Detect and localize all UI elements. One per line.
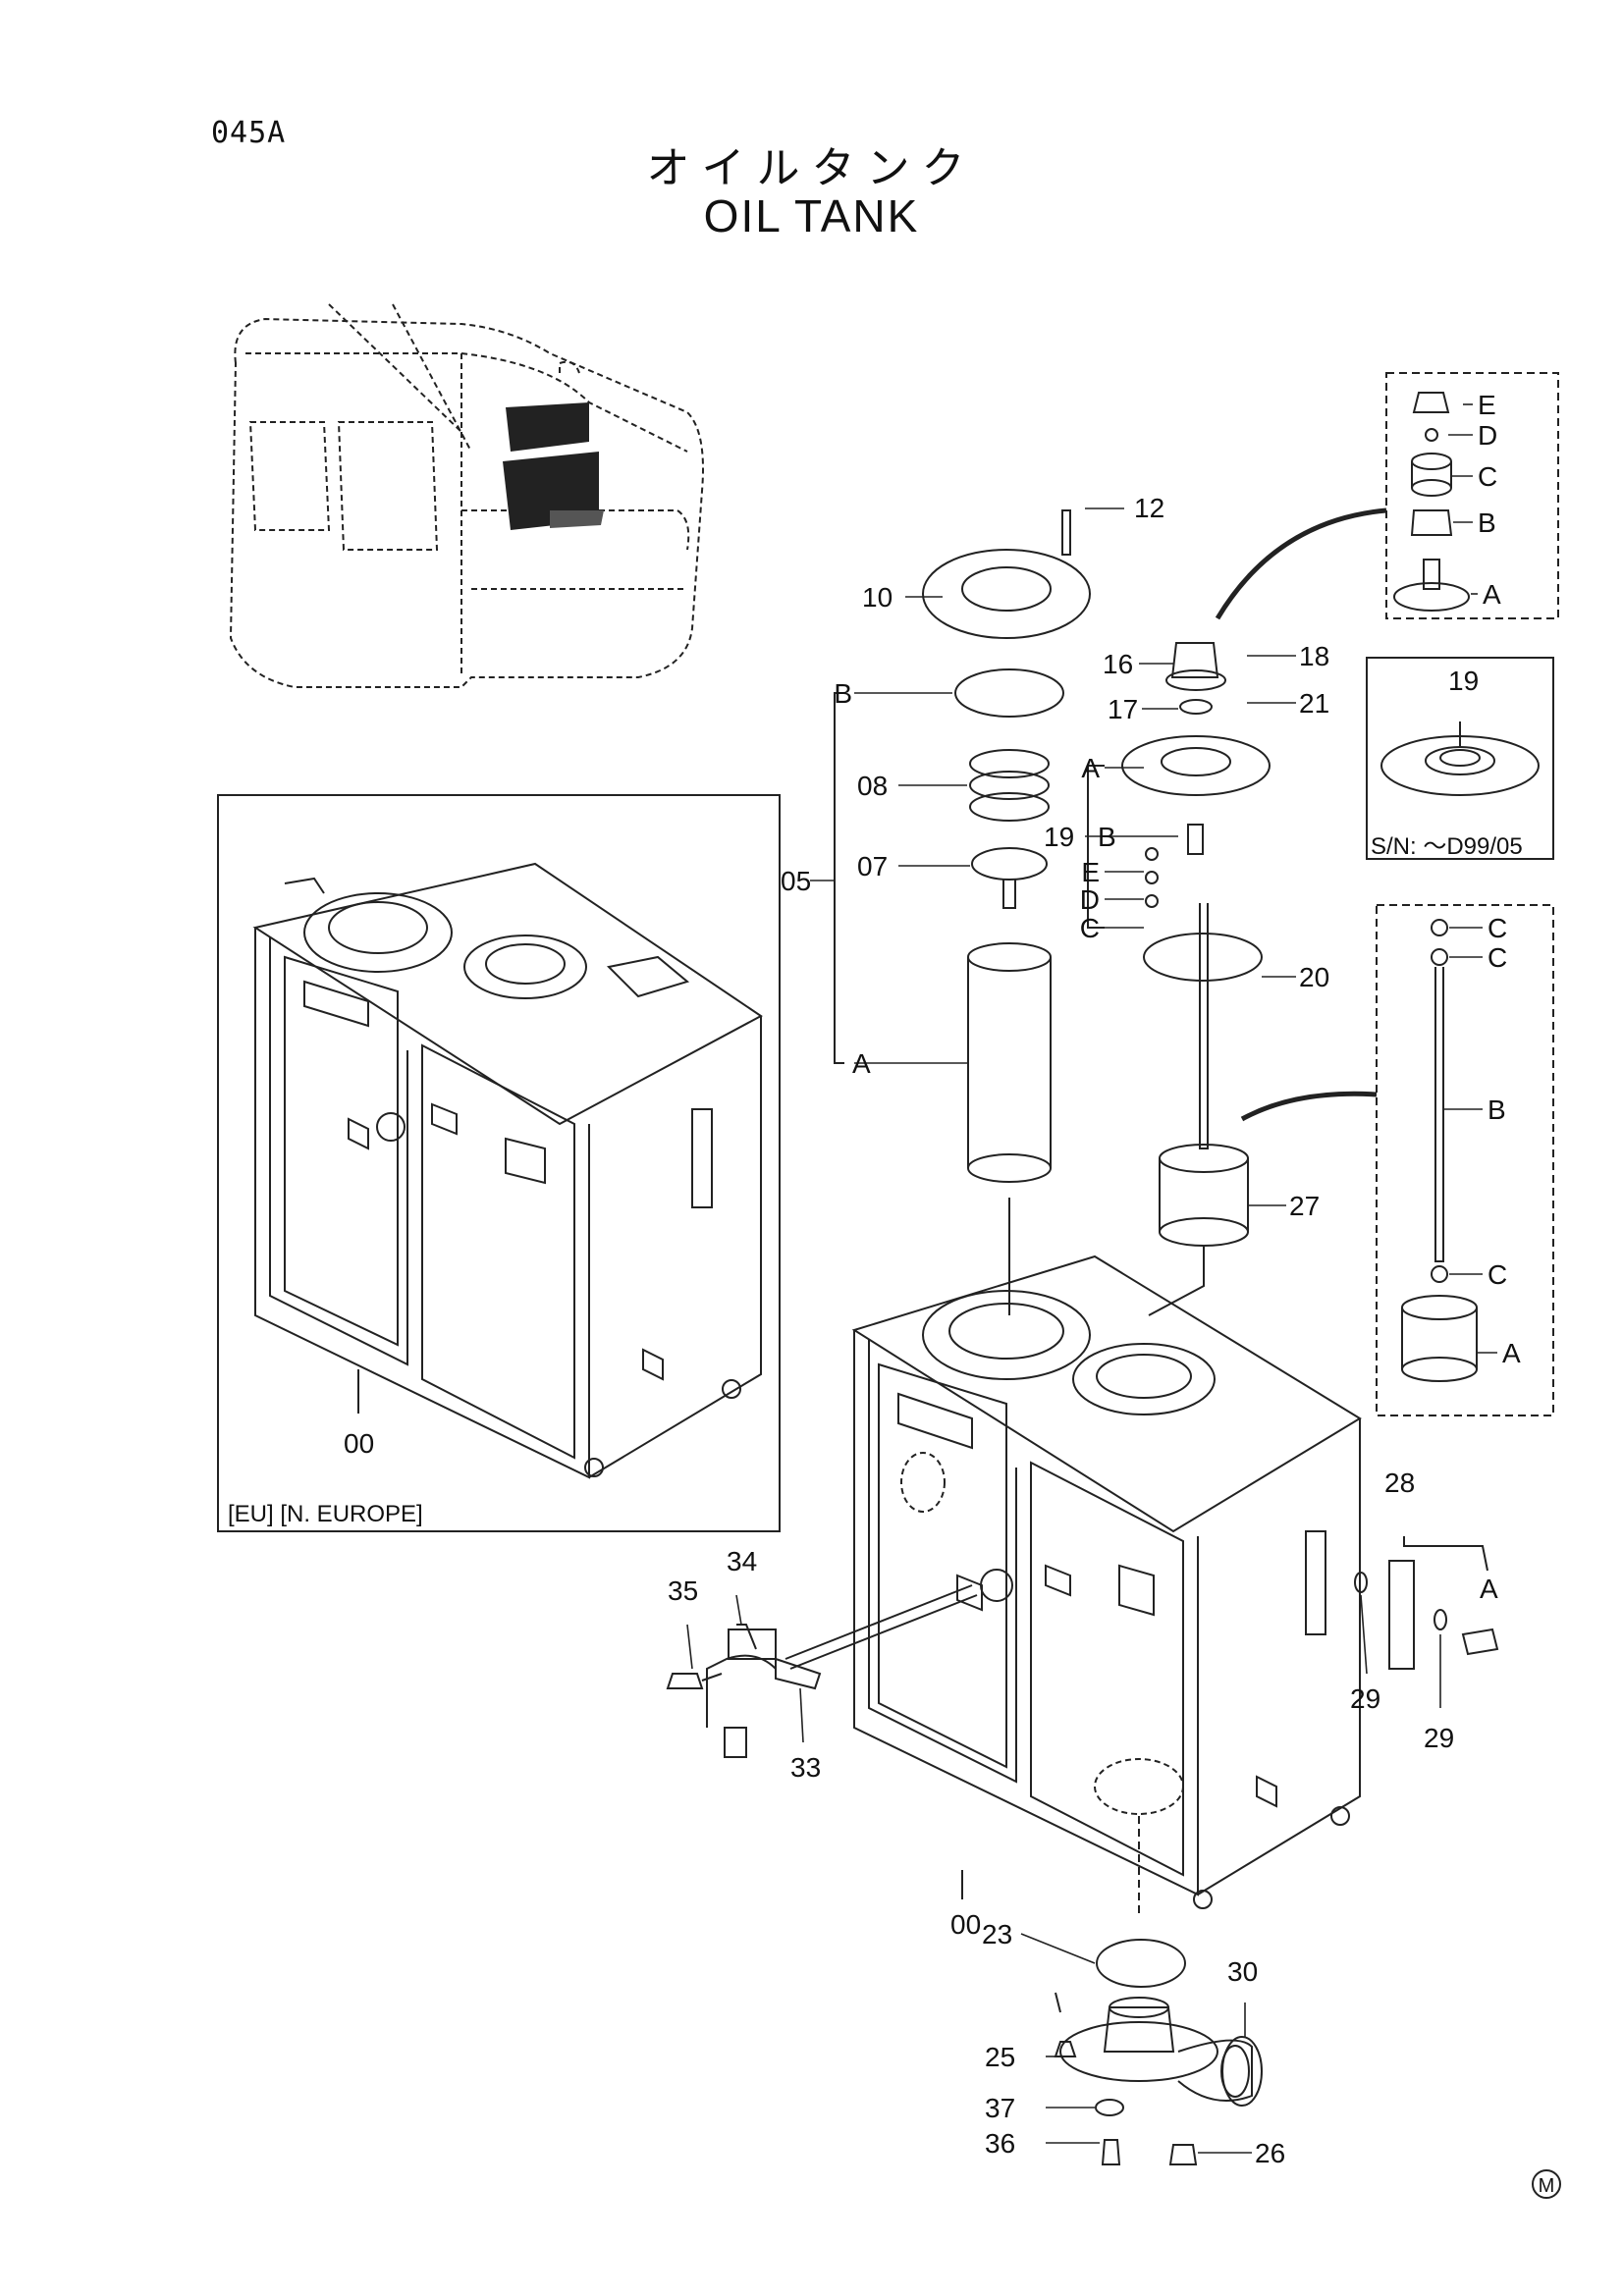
breather-part-letter: C xyxy=(1478,461,1497,492)
strainer-part-letter: C xyxy=(1488,913,1507,943)
callout-label: 23 xyxy=(982,1919,1012,1949)
strainer-leader-line xyxy=(1240,1091,1378,1122)
callout-label: 18 xyxy=(1299,641,1329,671)
page-title: OIL TANK xyxy=(703,190,920,241)
callout-label: 21 xyxy=(1299,688,1329,719)
serial-variant-caption: S/N: ～D99/05 xyxy=(1371,833,1523,860)
drain-plug-36 xyxy=(1101,2139,1121,2165)
main-tank-00 xyxy=(851,1255,1362,1914)
callout-label: A xyxy=(852,1048,871,1079)
bolt-35 xyxy=(666,1673,723,1689)
page-title-japanese: オイルタンク xyxy=(646,143,977,193)
washer-37 xyxy=(1095,2099,1124,2116)
callout-label: E xyxy=(1081,857,1100,887)
callout-label: 33 xyxy=(790,1752,821,1783)
maker-mark-letter: M xyxy=(1539,2175,1555,2197)
breather-part-letter: E xyxy=(1478,390,1496,420)
strainer-part-letter: B xyxy=(1488,1095,1506,1125)
callout-label: 19 xyxy=(1044,822,1074,852)
breather-leader-line xyxy=(1215,507,1387,620)
callout-label: 00 xyxy=(950,1909,981,1940)
bracket-34 xyxy=(728,1629,777,1660)
breather-part-letter: D xyxy=(1478,420,1497,451)
callout-label: 34 xyxy=(727,1546,757,1576)
suction-pipe-30 xyxy=(1059,1997,1263,2107)
callout-label: 17 xyxy=(1108,694,1138,724)
maker-mark: M xyxy=(1532,2169,1561,2199)
callout-label: 10 xyxy=(862,582,893,613)
breather-16 xyxy=(1121,642,1271,908)
callout-label: 16 xyxy=(1103,649,1133,679)
plug-25 xyxy=(1054,2041,1077,2057)
callout-label: 07 xyxy=(857,851,888,881)
eu-variant-box xyxy=(217,794,781,1532)
callout-label: A xyxy=(1081,753,1100,783)
serial-variant-drawing xyxy=(1380,721,1540,796)
callout-label: B xyxy=(1098,822,1116,852)
breather-part-letter: A xyxy=(1483,579,1501,610)
gasket-23 xyxy=(1096,1939,1186,1988)
strainer-parts-drawing xyxy=(1401,919,1478,1382)
callout-label: 20 xyxy=(1299,962,1329,992)
filter-element-a xyxy=(967,942,1052,1315)
tank-highlight xyxy=(503,402,604,530)
bracket-19 xyxy=(1087,765,1105,929)
callout-label: 12 xyxy=(1134,493,1164,523)
callout-label: 36 xyxy=(985,2128,1015,2159)
callout-label: 08 xyxy=(857,771,888,801)
bolt-26 xyxy=(1168,2144,1198,2165)
callout-label: D xyxy=(1080,884,1100,915)
plate-28 xyxy=(1354,1560,1499,1670)
callout-label: 29 xyxy=(1424,1723,1454,1753)
serial-variant-part-label: 19 xyxy=(1448,666,1479,696)
callout-label: 30 xyxy=(1227,1956,1258,1987)
machine-overview-illustration xyxy=(229,303,704,688)
callout-leaders xyxy=(686,403,1497,2154)
valve-07 xyxy=(971,847,1048,909)
callout-label: 37 xyxy=(985,2093,1015,2123)
strainer-part-letter: C xyxy=(1488,942,1507,973)
strainer-part-letter: A xyxy=(1502,1338,1521,1368)
callout-label: 28 xyxy=(1384,1468,1415,1498)
eu-variant-caption: [EU] [N. EUROPE] xyxy=(228,1501,423,1527)
callout-label: 27 xyxy=(1289,1191,1320,1221)
serial-variant-box xyxy=(1366,657,1554,860)
pipe-leader xyxy=(1055,1992,1061,2013)
sensor-33-harness xyxy=(706,1584,978,1758)
callout-label: 25 xyxy=(985,2042,1015,2072)
breather-parts-drawing xyxy=(1393,392,1470,612)
callout-label: 35 xyxy=(668,1575,698,1606)
o-ring-20 xyxy=(1143,933,1263,982)
eu-tank-drawing xyxy=(252,862,763,1479)
callout-labels: 12 10 B 08 07 05 A 16 18 17 21 A 19 B E … xyxy=(344,390,1521,2168)
strainer-27 xyxy=(1148,903,1249,1316)
breather-parts-box xyxy=(1385,372,1559,619)
callout-label: 05 xyxy=(781,866,811,896)
page-code: 045A xyxy=(211,116,287,150)
spring-08 xyxy=(969,749,1050,822)
bracket-28 xyxy=(1403,1536,1488,1572)
breather-part-letter: B xyxy=(1478,507,1496,538)
callout-label: 26 xyxy=(1255,2138,1285,2168)
strainer-part-letter: C xyxy=(1488,1259,1507,1290)
callout-label: C xyxy=(1080,913,1100,943)
o-ring-b xyxy=(954,668,1064,718)
callout-label: A xyxy=(1480,1574,1498,1604)
bracket-05 xyxy=(834,692,844,1064)
callout-label: B xyxy=(834,678,852,709)
cover-plate-10 xyxy=(922,509,1091,639)
callout-label: 29 xyxy=(1350,1683,1380,1714)
eu-variant-part-label: 00 xyxy=(344,1428,374,1459)
